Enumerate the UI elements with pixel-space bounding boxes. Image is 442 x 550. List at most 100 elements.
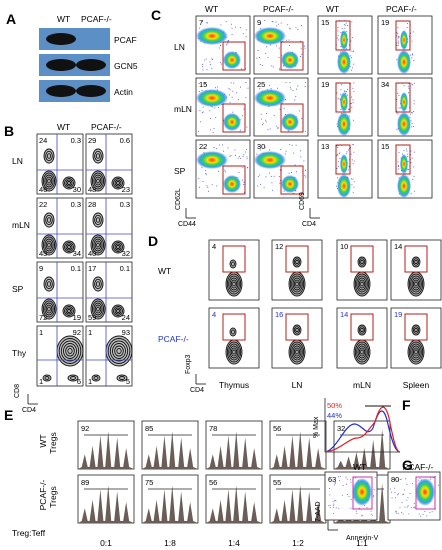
density-cluster: [337, 50, 351, 74]
cell-contour: [288, 271, 306, 297]
c-pct: 30: [257, 142, 265, 151]
cell-contour: [92, 212, 104, 228]
e-row-label: Tregs: [48, 486, 58, 507]
e-ratio: 0:1: [100, 538, 112, 548]
gate-box: [395, 144, 411, 175]
cell-contour: [116, 374, 128, 382]
e-row-label: PCAF-/-: [38, 479, 48, 510]
density-cluster: [340, 30, 348, 50]
d-pct: 12: [275, 242, 283, 251]
b-row-label: Thy: [12, 348, 27, 358]
f-red-value: 50%: [327, 401, 342, 410]
c-pct: 15: [199, 80, 207, 89]
histogram-fill: [270, 431, 326, 469]
density-cluster: [415, 478, 435, 506]
gate-box: [335, 144, 351, 175]
d-yaxis: Foxp3: [185, 354, 192, 374]
blot-band-ko: [76, 85, 106, 97]
b-pct-ul: 17: [88, 264, 96, 273]
density-cluster: [397, 50, 411, 74]
e-row-label: Tregs: [48, 432, 58, 453]
c-header: PCAF-/-: [263, 4, 294, 14]
gate-box: [222, 245, 246, 273]
density-cluster: [337, 174, 351, 198]
d-axis-arrows: [195, 374, 206, 385]
density-cluster: [281, 113, 299, 131]
histogram-fill: [334, 429, 390, 469]
cell-contour: [62, 304, 76, 318]
density-cluster: [281, 51, 299, 69]
c-pct: 19: [321, 80, 329, 89]
d-column-label: Thymus: [219, 380, 249, 390]
cell-contour: [42, 374, 52, 382]
d-pct: 19: [394, 310, 402, 319]
cell-contour: [407, 339, 425, 365]
c-left-xaxis: CD44: [178, 221, 196, 228]
b-pct-ul: 9: [39, 264, 43, 273]
gate-box: [222, 41, 246, 71]
cell-contour: [411, 324, 421, 336]
b-row-label: SP: [12, 284, 24, 294]
c-header: WT: [205, 4, 218, 14]
c-pct: 15: [381, 142, 389, 151]
density-cluster: [340, 92, 348, 112]
e-pct: 78: [209, 424, 217, 433]
b-pct-ll: 1: [39, 377, 43, 386]
e-pct: 32: [337, 424, 345, 433]
gate-box: [350, 245, 374, 273]
e-ratio-label: Treg:Teff: [12, 528, 46, 538]
cell-contour: [43, 212, 55, 228]
c-pct: 34: [381, 80, 389, 89]
gate-box: [285, 313, 309, 341]
e-pct: 56: [273, 424, 281, 433]
d-column-label: mLN: [353, 380, 371, 390]
b-pct-lr: 19: [73, 313, 81, 322]
blot-header-wt: WT: [57, 14, 70, 24]
b-pct-ul: 1: [39, 328, 43, 337]
blot-label: PCAF: [114, 35, 137, 45]
b-pct-ll: 72: [39, 313, 47, 322]
cell-contour: [411, 256, 421, 268]
histogram-fill: [78, 431, 134, 469]
b-pct-ur: 92: [73, 328, 81, 337]
b-pct-ul: 1: [88, 328, 92, 337]
contour-plot: [271, 239, 323, 301]
histogram-fill: [78, 485, 134, 523]
cell-contour: [229, 327, 237, 337]
c-left-yaxis: CD62L: [175, 188, 182, 210]
panel-letter-d: D: [148, 233, 158, 249]
blot-header-ko: PCAF-/-: [81, 14, 112, 24]
cell-contour: [92, 148, 104, 164]
b-pct-ur: 0.3: [120, 200, 130, 209]
cell-contour: [90, 298, 106, 320]
blot-band-wt: [46, 59, 76, 71]
cell-contour: [357, 324, 367, 336]
c-right-yaxis: CD69: [299, 192, 306, 210]
b-pct-lr: 32: [122, 249, 130, 258]
c-header: PCAF-/-: [386, 4, 417, 14]
c-row-label: SP: [174, 166, 186, 176]
gate-box: [404, 245, 428, 273]
e-ratio: 1:4: [228, 538, 240, 548]
density-cluster: [254, 89, 286, 107]
b-header-ko: PCAF-/-: [91, 122, 122, 132]
blot-band-wt: [46, 33, 76, 45]
histogram-fill: [206, 431, 262, 469]
density-cluster: [196, 151, 228, 169]
density-cluster: [254, 27, 286, 45]
cell-contour: [407, 271, 425, 297]
blot-label: GCN5: [114, 61, 138, 71]
gate-box: [222, 103, 246, 133]
b-row-label: mLN: [12, 220, 30, 230]
b-pct-lr: 5: [126, 377, 130, 386]
e-pct: 89: [81, 478, 89, 487]
cell-contour: [56, 335, 84, 367]
density-cluster: [223, 51, 241, 69]
density-cluster: [223, 175, 241, 193]
cell-contour: [353, 339, 371, 365]
gate-box: [350, 313, 374, 341]
b-pct-ur: 0.1: [120, 264, 130, 273]
